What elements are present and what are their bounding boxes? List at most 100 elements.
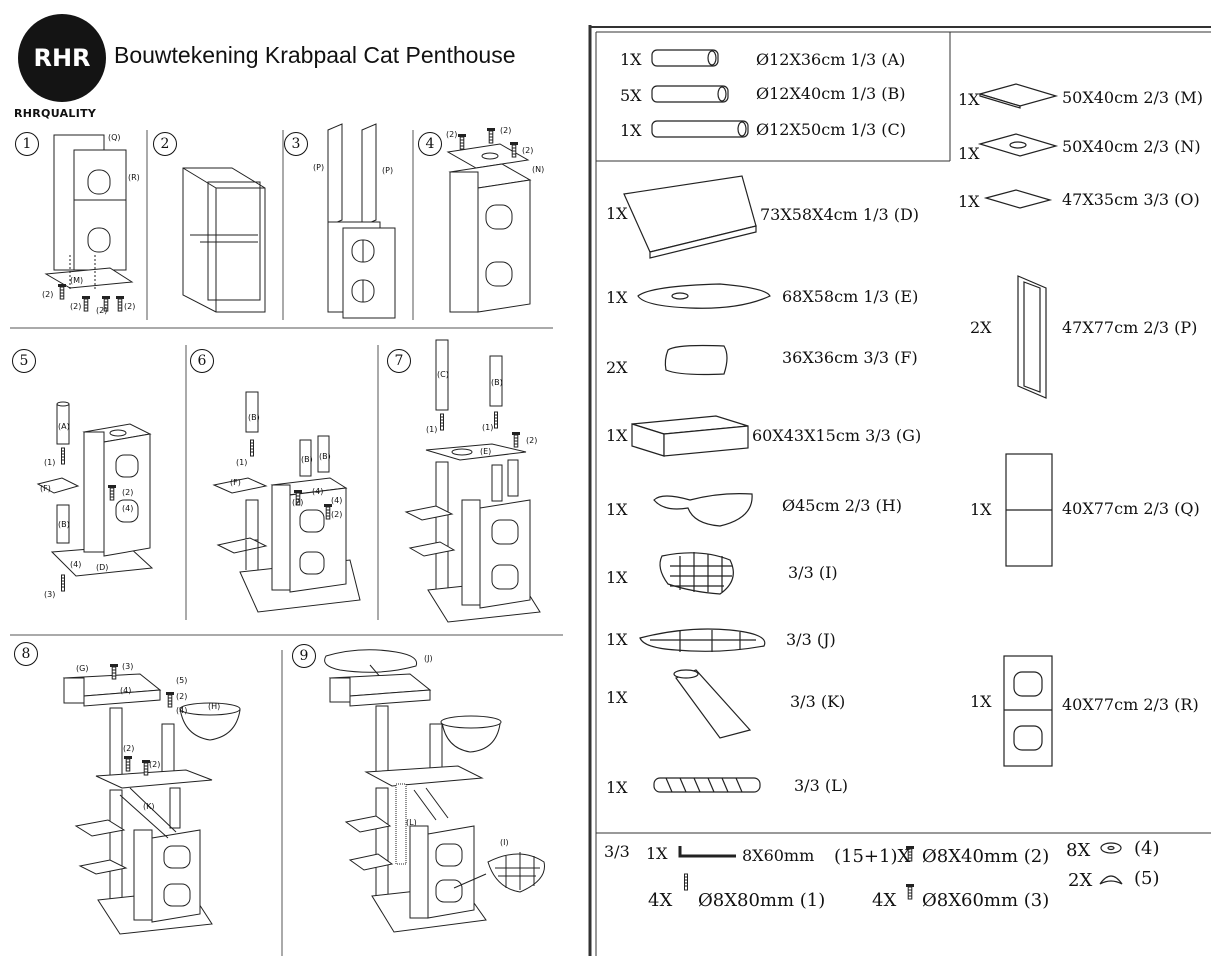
label-s6-b1: (B) [248, 413, 260, 422]
label-s9-j: (J) [424, 654, 433, 663]
part-c-qty: 1X [620, 121, 642, 140]
label-s7-e: (E) [480, 447, 492, 456]
part-h-spec: Ø45cm 2/3 (H) [782, 496, 902, 515]
part-g-spec: 60X43X15cm 3/3 (G) [752, 426, 922, 445]
hardware-box: 3/3 [604, 842, 630, 861]
part-e-spec: 68X58cm 1/3 (E) [782, 287, 919, 306]
page-title: Bouwtekening Krabpaal Cat Penthouse [114, 42, 516, 68]
hw-washer-spec: (4) [1134, 838, 1160, 859]
label-s4-2a: (2) [446, 130, 458, 139]
part-j-qty: 1X [606, 630, 628, 649]
label-s8-h: (H) [208, 702, 221, 711]
step-number-1: 1 [15, 132, 39, 156]
label-s5-2: (2) [122, 488, 134, 497]
step-number-3: 3 [284, 132, 308, 156]
part-g-qty: 1X [606, 426, 628, 445]
hw-washer-qty: 8X [1066, 840, 1091, 861]
part-f-qty: 2X [606, 358, 628, 377]
label-s6-b3: (B) [319, 452, 331, 461]
hw-cap-qty: 2X [1068, 870, 1093, 891]
part-a-qty: 1X [620, 50, 642, 69]
hw-bolt60-spec: Ø8X60mm (3) [922, 890, 1050, 911]
label-s5-4b: (4) [122, 504, 134, 513]
hw-bolt60-qty: 4X [872, 890, 897, 911]
label-s5-d: (D) [96, 563, 109, 572]
logo-text: RHR [33, 44, 91, 72]
label-s9-l: (L) [406, 818, 417, 827]
label-s6-b2: (B) [301, 455, 313, 464]
label-s8-k: (K) [143, 802, 155, 811]
step-number-5: 5 [12, 349, 36, 373]
hw-bolt40-spec: Ø8X40mm (2) [922, 846, 1050, 867]
part-l-qty: 1X [606, 778, 628, 797]
part-n-spec: 50X40cm 2/3 (N) [1062, 137, 1201, 156]
step-number-2: 2 [153, 132, 177, 156]
label-s4-2b: (2) [500, 126, 512, 135]
label-s7-2: (2) [526, 436, 538, 445]
hw-wrench-qty: 1X [646, 844, 668, 863]
part-k-qty: 1X [606, 688, 628, 707]
part-r-qty: 1X [970, 692, 992, 711]
step-number-8: 8 [14, 642, 38, 666]
part-f-spec: 36X36cm 3/3 (F) [782, 348, 918, 367]
label-p2: (P) [382, 166, 394, 175]
label-s8-4b: (4) [176, 706, 188, 715]
part-n-qty: 1X [958, 144, 980, 163]
part-o-spec: 47X35cm 3/3 (O) [1062, 190, 1200, 209]
label-m: (M) [70, 276, 84, 285]
label-s8-3: (3) [122, 662, 134, 671]
part-r-spec: 40X77cm 2/3 (R) [1062, 695, 1199, 714]
brand-name: RHRQUALITY [14, 107, 97, 120]
part-q-qty: 1X [970, 500, 992, 519]
label-s5-a: (A) [58, 422, 70, 431]
label-r: (R) [128, 173, 140, 182]
label-s8-2c: (2) [149, 760, 161, 769]
label-q: (Q) [108, 133, 121, 142]
label-s6-f: (F) [230, 478, 241, 487]
part-j-spec: 3/3 (J) [786, 630, 836, 649]
label-2c: (2) [96, 306, 108, 315]
part-c-spec: Ø12X50cm 1/3 (C) [756, 120, 907, 139]
label-s7-b: (B) [491, 378, 503, 387]
part-p-qty: 2X [970, 318, 992, 337]
part-a-spec: Ø12X36cm 1/3 (A) [756, 50, 906, 69]
part-i-spec: 3/3 (I) [788, 563, 838, 582]
label-s5-b: (B) [58, 520, 70, 529]
step-number-9: 9 [292, 644, 316, 668]
part-p-spec: 47X77cm 2/3 (P) [1062, 318, 1198, 337]
part-i-qty: 1X [606, 568, 628, 587]
part-k-spec: 3/3 (K) [790, 692, 846, 711]
label-s7-1a: (1) [426, 425, 438, 434]
step-number-7: 7 [387, 349, 411, 373]
label-s8-4a: (4) [120, 686, 132, 695]
label-p1: (P) [313, 163, 325, 172]
part-m-qty: 1X [958, 90, 980, 109]
label-s8-g: (G) [76, 664, 89, 673]
label-s8-2a: (2) [176, 692, 188, 701]
label-s5-3: (3) [44, 590, 56, 599]
part-e-qty: 1X [606, 288, 628, 307]
label-2a: (2) [42, 290, 54, 299]
label-s6-2b: (2) [331, 510, 343, 519]
label-s7-1b: (1) [482, 423, 494, 432]
part-q-spec: 40X77cm 2/3 (Q) [1062, 499, 1200, 518]
label-n: (N) [532, 165, 545, 174]
hw-wrench-spec: 8X60mm [742, 846, 815, 865]
part-h-qty: 1X [606, 500, 628, 519]
label-s5-4: (4) [70, 560, 82, 569]
step-number-4: 4 [418, 132, 442, 156]
part-l-spec: 3/3 (L) [794, 776, 848, 795]
label-2b: (2) [70, 302, 82, 311]
part-o-qty: 1X [958, 192, 980, 211]
part-b-spec: Ø12X40cm 1/3 (B) [756, 84, 906, 103]
label-s8-5: (5) [176, 676, 188, 685]
label-s6-1: (1) [236, 458, 248, 467]
label-s6-4a: (4) [312, 487, 324, 496]
hw-bolt40-qty: (15+1)X [834, 846, 911, 867]
label-s5-1: (1) [44, 458, 56, 467]
label-s4-2c: (2) [522, 146, 534, 155]
hw-cap-spec: (5) [1134, 868, 1160, 889]
hw-rod-spec: Ø8X80mm (1) [698, 890, 826, 911]
label-2d: (2) [124, 302, 136, 311]
